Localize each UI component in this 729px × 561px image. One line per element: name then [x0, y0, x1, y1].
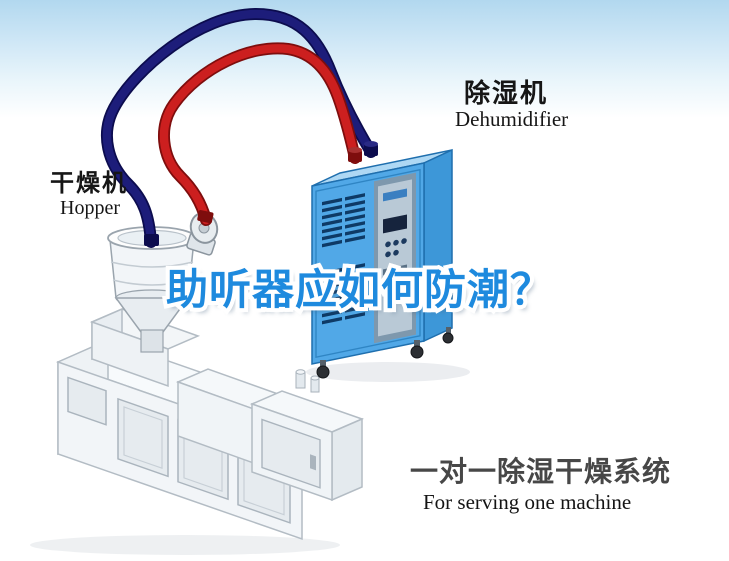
headline-text: 助听器应如何防潮？ [166, 266, 554, 313]
headline-outline: 助听器应如何防潮？ [162, 262, 556, 317]
caption-en: For serving one machine [423, 490, 632, 514]
headline-overlay: 助听器应如何防潮？ 助听器应如何防潮？ [162, 256, 586, 317]
dehumidifier-label-cn: 除湿机 [464, 78, 549, 108]
vent-grille-upper [322, 193, 365, 248]
hopper-label-cn: 干燥机 [50, 170, 128, 197]
caster-wheels [316, 327, 454, 379]
extruder-machine [55, 212, 365, 541]
control-panel [374, 172, 416, 344]
vent-grille-lower [322, 263, 365, 325]
pipe-connectors [144, 141, 378, 246]
extruder-end-box [249, 390, 365, 502]
ground-shadows [30, 362, 470, 555]
top-fittings [295, 369, 320, 393]
dehumidifier-label-en: Dehumidifier [455, 107, 569, 131]
hopper-label-en: Hopper [60, 197, 120, 219]
caption-cn: 一对一除湿干燥系统 [410, 456, 672, 487]
dehumidifier-cabinet [311, 148, 454, 379]
hopper-funnel [107, 212, 219, 353]
return-pipe [158, 42, 361, 226]
dehumidifier-front-panel [315, 168, 421, 359]
